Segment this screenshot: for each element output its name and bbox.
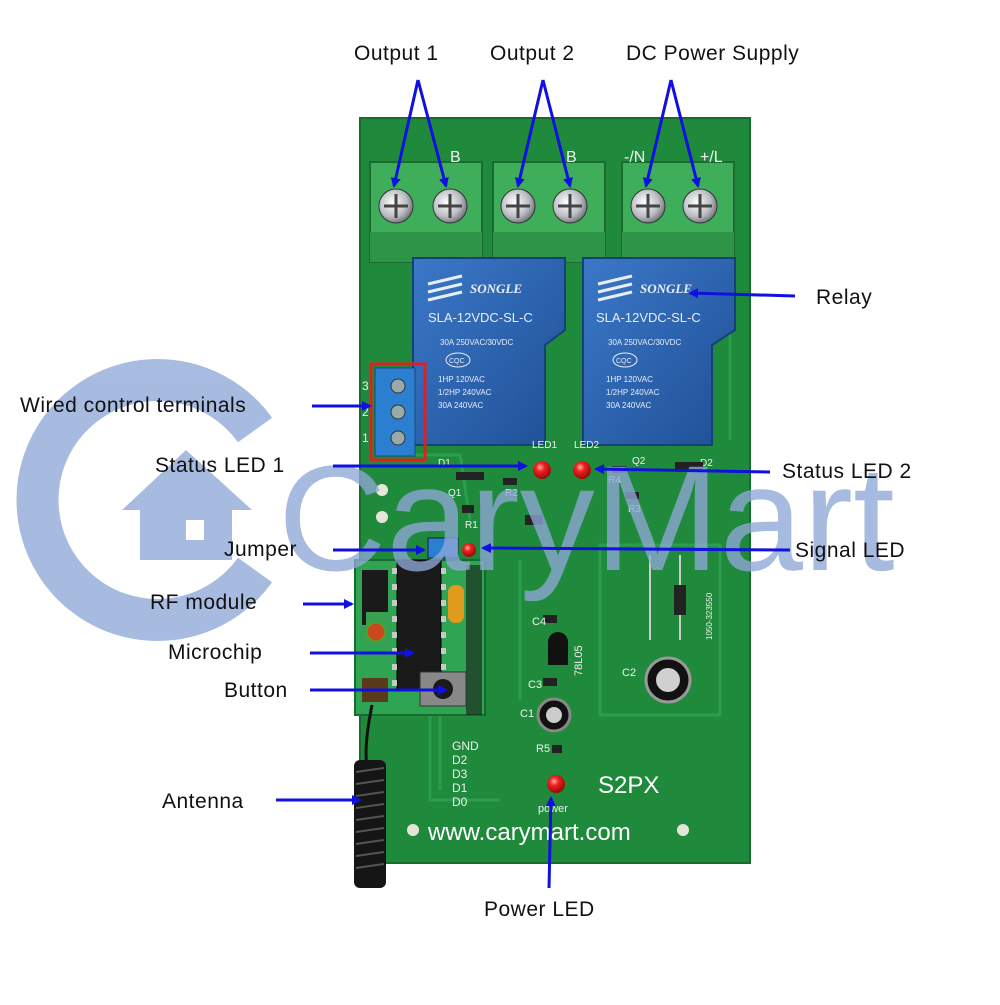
relay-1-brand: SONGLE: [470, 281, 522, 296]
relay-2-rating3: 1/2HP 240VAC: [606, 388, 660, 397]
terminal-block-output1: [369, 161, 483, 263]
label-dc-power-supply: DC Power Supply: [626, 42, 800, 65]
arrow-dc-a: [642, 79, 673, 188]
label-r5: R5: [536, 743, 550, 755]
relay-2-rating4: 30A 240VAC: [606, 401, 651, 410]
callout-arrows: [276, 79, 796, 889]
label-c4: C4: [532, 616, 546, 628]
label-c3: C3: [528, 679, 542, 691]
antenna: [354, 704, 386, 888]
arrow-dc-b: [669, 79, 701, 188]
rf-pin-d2: D2: [452, 753, 468, 767]
terminal-block-dc-power: [621, 161, 735, 263]
label-jumper: Jumper: [224, 538, 298, 561]
relay-2-cert: CQC: [616, 358, 632, 365]
relay-1-model: SLA-12VDC-SL-C: [428, 310, 533, 325]
label-rf-module: RF module: [150, 591, 258, 614]
label-led2: LED2: [574, 440, 599, 451]
label-microchip: Microchip: [168, 641, 263, 664]
rf-pin-d1: D1: [452, 781, 468, 795]
terminal-label-b1: B: [450, 149, 461, 166]
label-power: power: [538, 803, 568, 815]
arrow-output1-a: [390, 79, 420, 188]
arrow-signal-led: [481, 543, 791, 554]
wired-pin-3: 3: [362, 379, 369, 393]
power-led: [547, 775, 565, 793]
terminal-block-output2: [492, 161, 606, 263]
arrow-status-led2: [594, 464, 771, 475]
label-status-led-1: Status LED 1: [155, 454, 285, 477]
label-r1: R1: [465, 520, 478, 531]
relay-1-rating2: 1HP 120VAC: [438, 375, 485, 384]
status-led-1: [533, 461, 551, 479]
label-q2: Q2: [632, 456, 646, 467]
label-r4: R4: [608, 475, 621, 486]
label-output-2: Output 2: [490, 42, 575, 65]
board-website: www.carymart.com: [427, 819, 631, 846]
capacitors: [536, 555, 692, 733]
wired-pin-2: 2: [362, 405, 369, 419]
label-led1: LED1: [532, 440, 557, 451]
terminal-label-pos: +/L: [700, 149, 723, 166]
label-cap-code: 1050-323550: [705, 592, 714, 640]
arrow-output1-b: [416, 79, 449, 188]
label-power-led: Power LED: [484, 898, 595, 921]
rf-pin-d0: D0: [452, 795, 468, 809]
label-c1: C1: [520, 708, 534, 720]
arrow-relay: [688, 288, 796, 299]
mounting-hole: [677, 824, 689, 836]
microchip: [392, 559, 446, 691]
signal-led: [462, 543, 476, 557]
relay-1-rating4: 30A 240VAC: [438, 401, 483, 410]
relay-1-rating3: 1/2HP 240VAC: [438, 388, 492, 397]
mounting-hole: [407, 824, 419, 836]
house-icon: [122, 450, 252, 560]
board-model: S2PX: [598, 772, 659, 799]
relay-1-rating1: 30A 250VAC/30VDC: [440, 338, 513, 347]
relay-1: SONGLE SLA-12VDC-SL-C 30A 250VAC/30VDC C…: [412, 257, 566, 446]
label-d1: D1: [438, 458, 451, 469]
label-signal-led: Signal LED: [795, 539, 906, 562]
rf-pin-d3: D3: [452, 767, 468, 781]
terminal-label-neg: -/N: [624, 149, 645, 166]
label-c2: C2: [622, 667, 636, 679]
rf-pin-gnd: GND: [452, 739, 479, 753]
relay-2-rating1: 30A 250VAC/30VDC: [608, 338, 681, 347]
mounting-hole: [376, 511, 388, 523]
relay-2: SONGLE SLA-12VDC-SL-C 30A 250VAC/30VDC C…: [582, 257, 736, 446]
status-led-2: [573, 461, 591, 479]
wired-pin-1: 1: [362, 431, 369, 445]
arrow-power-led: [545, 796, 556, 889]
watermark-text: CaryMart: [278, 434, 895, 602]
relay-2-rating2: 1HP 120VAC: [606, 375, 653, 384]
terminal-label-b2: B: [566, 149, 577, 166]
arrow-output2-b: [541, 79, 573, 188]
label-output-1: Output 1: [354, 42, 439, 65]
relay-2-brand: SONGLE: [640, 281, 692, 296]
label-status-led-2: Status LED 2: [782, 460, 912, 483]
rf-pin-labels: GND D2 D3 D1 D0: [452, 739, 479, 809]
label-r2: R2: [505, 488, 518, 499]
label-d2: D2: [700, 458, 713, 469]
label-q1: Q1: [448, 488, 462, 499]
watermark: CaryMart: [16, 359, 895, 641]
label-78l05: 78L05: [573, 645, 585, 676]
label-button: Button: [224, 679, 288, 702]
arrow-output2-a: [514, 79, 545, 188]
label-r3: R3: [628, 504, 641, 515]
label-relay: Relay: [816, 286, 873, 309]
relay-1-cert: CQC: [449, 358, 465, 365]
label-antenna: Antenna: [162, 790, 244, 813]
wired-control-terminal-block: 3 2 1: [362, 362, 427, 462]
label-wired-control-terminals: Wired control terminals: [20, 394, 247, 417]
jumper: [427, 537, 459, 559]
relay-2-model: SLA-12VDC-SL-C: [596, 310, 701, 325]
mounting-hole: [376, 484, 388, 496]
